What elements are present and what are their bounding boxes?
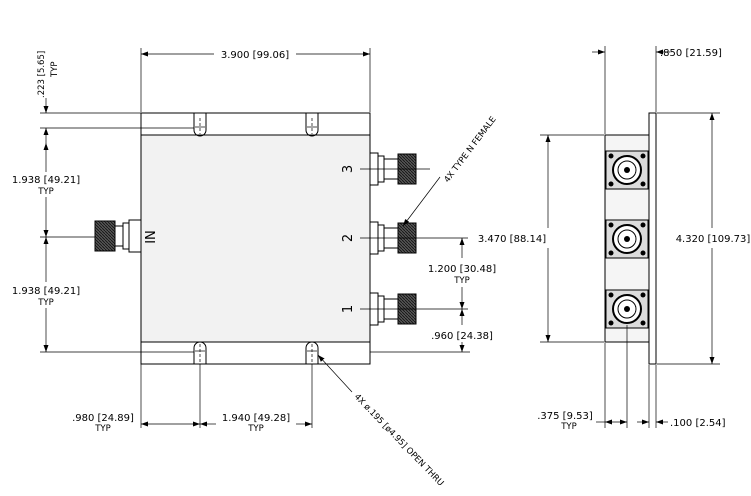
mounting-slot [305, 113, 319, 137]
body-outline [140, 112, 371, 365]
dim-overall-width: .850 [21.59] [660, 48, 722, 59]
port-label-2: 2 [341, 234, 356, 242]
dim-body-length: 3.900 [99.06] [221, 50, 289, 61]
port-label-1: 1 [341, 305, 356, 313]
dim-upper-spacing: 1.938 [49.21] [12, 175, 80, 186]
output-connector-1 [360, 292, 468, 326]
port-label-in: IN [144, 230, 159, 244]
dim-mount-offset: .223 [5.65] [37, 51, 47, 98]
input-connector [60, 219, 142, 253]
dim-port-edge: .960 [24.38] [431, 331, 493, 342]
mounting-slot [193, 113, 207, 137]
dim-hole-spacing: 1.940 [49.28] [222, 413, 290, 424]
dim-hole-spacing-typ: TYP [247, 424, 264, 434]
dim-connector-span: 3.470 [88.14] [478, 234, 546, 245]
note-holes: 4X ø.195 [ø4.95] OPEN THRU [352, 392, 445, 488]
dim-flange-thickness: .100 [2.54] [670, 418, 726, 429]
mounting-slot [193, 341, 207, 364]
dim-port-pitch: 1.200 [30.48] [428, 264, 496, 275]
note-connectors: 4X TYPE N FEMALE [442, 115, 498, 185]
side-dimensions: .850 [21.59] 3.470 [88.14] 4.320 [109.73… [478, 46, 751, 432]
dim-flange-offset-typ: TYP [560, 422, 577, 432]
bottom-flange [140, 341, 371, 365]
dim-port-pitch-typ: TYP [453, 276, 470, 286]
port-label-3: 3 [341, 165, 356, 173]
output-connector-3 [360, 152, 430, 186]
mounting-slot [305, 341, 319, 364]
dim-hole-edge: .980 [24.89] [72, 413, 134, 424]
side-view [604, 112, 657, 365]
side-connector-3 [605, 150, 649, 190]
dim-upper-spacing-typ: TYP [37, 187, 54, 197]
dim-flange-offset: .375 [9.53] [537, 411, 593, 422]
side-connector-1 [605, 289, 649, 329]
dim-mount-offset-typ: TYP [50, 61, 60, 78]
top-flange [140, 112, 371, 136]
dim-lower-spacing: 1.938 [49.21] [12, 286, 80, 297]
dim-overall-height: 4.320 [109.73] [676, 234, 751, 245]
front-view: IN 3 2 1 [60, 112, 468, 365]
side-connector-2 [605, 219, 649, 259]
output-connector-2 [360, 221, 468, 255]
dim-hole-edge-typ: TYP [94, 424, 111, 434]
dim-lower-spacing-typ: TYP [37, 298, 54, 308]
